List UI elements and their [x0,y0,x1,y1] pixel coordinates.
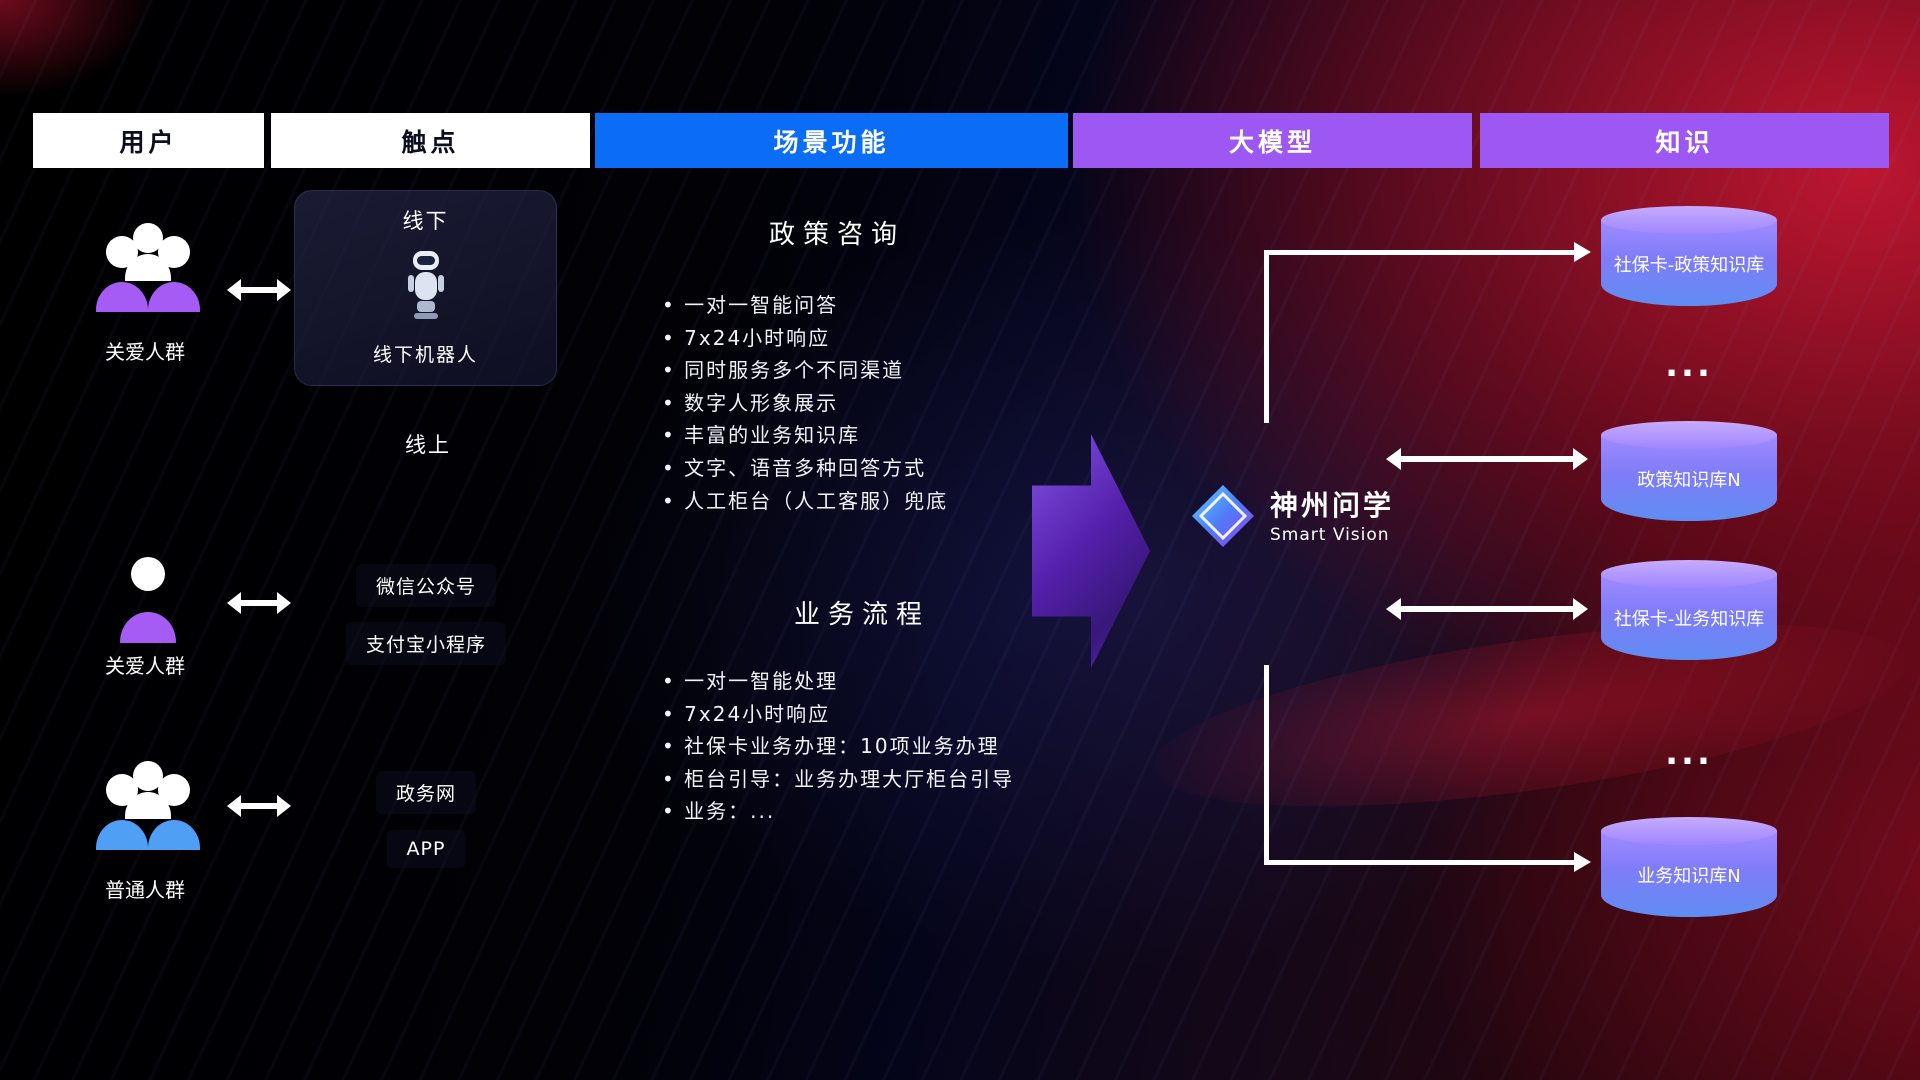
list-item: 一对一智能问答 [662,289,948,322]
cylinder-body [1601,831,1777,917]
scenario-policy-title: 政策咨询 [768,220,906,250]
elbow-arrow-top-horizontal [1264,250,1576,255]
list-item: 同时服务多个不同渠道 [662,354,948,387]
ellipsis-dots: ... [1665,345,1713,385]
cylinder-body [1601,574,1777,660]
offline-robot-label: 线下机器人 [372,344,478,366]
arrowhead-right-icon [1574,852,1591,872]
elbow-arrow-bottom-horizontal [1264,860,1576,865]
model-subtitle: Smart Vision [1270,524,1390,545]
database-cylinder: 社保卡-业务知识库 [1601,560,1777,660]
cylinder-top [1601,206,1777,234]
database-cylinder: 业务知识库N [1601,817,1777,917]
user-group-1-label: 关爱人群 [105,340,185,364]
list-item: 文字、语音多种回答方式 [662,452,948,485]
database-cylinder: 政策知识库N [1601,421,1777,521]
database-label: 政策知识库N [1637,470,1741,492]
database-cylinder: 社保卡-政策知识库 [1601,206,1777,306]
list-item: 柜台引导：业务办理大厅柜台引导 [662,763,1014,796]
list-item: 7x24小时响应 [662,698,1014,731]
header-scenarios: 场景功能 [595,113,1068,168]
scenario-business-title: 业务流程 [793,600,931,630]
model-name: 神州问学 [1270,489,1395,523]
scenario-policy-list: 一对一智能问答 7x24小时响应 同时服务多个不同渠道 数字人形象展示 丰富的业… [662,289,948,517]
header-users-label: 用户 [119,127,178,157]
database-label: 社保卡-政策知识库 [1613,255,1765,277]
header-model-label: 大模型 [1228,127,1316,157]
double-arrow-icon [226,277,292,307]
elbow-arrow-top-vertical [1264,250,1269,423]
channel-app: APP [386,830,466,868]
robot-image [404,249,448,327]
cylinder-top [1601,817,1777,845]
person-purple-icon [111,552,185,648]
user-group-3-label: 普通人群 [105,878,185,902]
header-touchpoints-label: 触点 [401,127,460,157]
double-arrow-icon [1384,446,1590,476]
list-item: 丰富的业务知识库 [662,419,948,452]
cylinder-top [1601,560,1777,588]
list-item: 社保卡业务办理：10项业务办理 [662,730,1014,763]
header-model: 大模型 [1073,113,1472,168]
group-people-purple-icon [89,218,207,324]
header-scenarios-label: 场景功能 [773,127,890,157]
cylinder-body [1601,435,1777,521]
database-label: 业务知识库N [1637,866,1741,888]
cylinder-top [1601,421,1777,449]
arrowhead-right-icon [1574,242,1591,262]
group-people-blue-icon [89,756,207,862]
list-item: 业务：... [662,795,1014,828]
header-knowledge: 知识 [1480,113,1889,168]
ellipsis-dots: ... [1665,733,1713,773]
double-arrow-icon [226,590,292,620]
elbow-arrow-bottom-vertical [1264,665,1269,865]
offline-touchpoint-card: 线下 线下机器人 [294,190,557,386]
header-knowledge-label: 知识 [1655,127,1714,157]
header-touchpoints: 触点 [271,113,590,168]
header-users: 用户 [33,113,264,168]
database-label: 社保卡-业务知识库 [1613,609,1765,631]
scenario-business-list: 一对一智能处理 7x24小时响应 社保卡业务办理：10项业务办理 柜台引导：业务… [662,665,1014,828]
list-item: 7x24小时响应 [662,322,948,355]
list-item: 数字人形象展示 [662,387,948,420]
channel-govweb: 政务网 [375,771,477,814]
list-item: 一对一智能处理 [662,665,1014,698]
channel-alipay: 支付宝小程序 [345,622,507,665]
logo-text: 神州问学 Smart Vision [1270,489,1395,545]
online-label: 线上 [405,433,451,457]
model-logo: 神州问学 Smart Vision [1190,483,1394,553]
channel-wechat: 微信公众号 [355,564,497,607]
offline-title: 线下 [402,209,449,233]
double-arrow-icon [1384,596,1590,626]
double-arrow-icon [226,793,292,823]
list-item: 人工柜台（人工客服）兜底 [662,485,948,518]
logo-diamond-icon [1190,483,1256,553]
cylinder-body [1601,220,1777,306]
user-group-2-label: 关爱人群 [105,654,185,678]
